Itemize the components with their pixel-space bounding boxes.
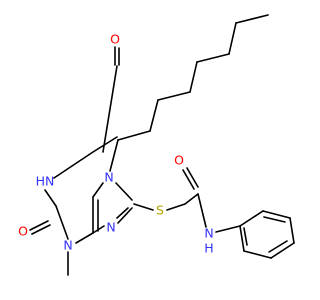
bond-n1-c6 — [53, 151, 94, 179]
nitrogen-label-n7: N — [104, 170, 113, 185]
bond-n7-c8 — [115, 182, 133, 201]
bond-c2-o-2 — [31, 224, 51, 235]
chain-5 — [189, 61, 198, 93]
oxygen-label-amide: O — [174, 153, 184, 168]
nitrogen-label-n3: N — [63, 238, 72, 253]
bond-c2-o — [29, 220, 49, 231]
amide-nitrogen-label: N — [204, 226, 213, 241]
sulfur-label: S — [156, 203, 164, 218]
bond-c-n — [197, 193, 207, 228]
bond-n3-c4 — [75, 232, 94, 244]
bond-n9-c8-2 — [116, 207, 129, 219]
oxygen-label-top: O — [110, 32, 120, 47]
bond-c2-n3 — [55, 205, 69, 240]
ph-d1 — [263, 216, 286, 223]
chain-3 — [149, 99, 159, 132]
ph-d2 — [268, 240, 288, 253]
nh-label-n1: HN — [36, 174, 55, 189]
oxygen-label-left: O — [18, 224, 28, 239]
ph-5 — [243, 250, 272, 259]
ph-3 — [289, 217, 295, 244]
chain-4 — [157, 91, 191, 101]
bond-c-o — [182, 169, 195, 190]
bond-c6-c5 — [102, 65, 118, 153]
molecule-canvas: O N HN O N N S O N H — [18, 14, 295, 276]
chain-1 — [109, 139, 119, 172]
bond-layer — [29, 14, 295, 276]
chain-6 — [196, 53, 230, 63]
bond-c4-n9 — [92, 225, 105, 234]
bond-c-o-2 — [186, 167, 199, 188]
ph-1 — [239, 210, 264, 227]
nitrogen-label-n9: N — [106, 220, 115, 235]
chain-7 — [228, 22, 237, 55]
chain-8 — [235, 14, 269, 24]
bond-c8-s — [133, 203, 154, 211]
ph-6 — [239, 225, 245, 252]
bond-c5-n7 — [92, 182, 104, 198]
bond-ch2-c — [184, 193, 199, 205]
structure-drawing: O N HN O N N S O N H — [18, 14, 295, 276]
chain-2 — [117, 130, 151, 141]
ph-d3 — [243, 227, 248, 246]
bond-c6-n1 — [92, 136, 118, 153]
bond-n9-c8 — [117, 207, 133, 224]
ph-2 — [262, 210, 291, 219]
bond-s-ch2 — [166, 203, 186, 211]
ph-4 — [270, 242, 295, 259]
bond-n1-c2 — [44, 189, 57, 207]
amide-hydrogen-label: H — [204, 241, 213, 256]
bond-n-ph — [215, 225, 241, 233]
